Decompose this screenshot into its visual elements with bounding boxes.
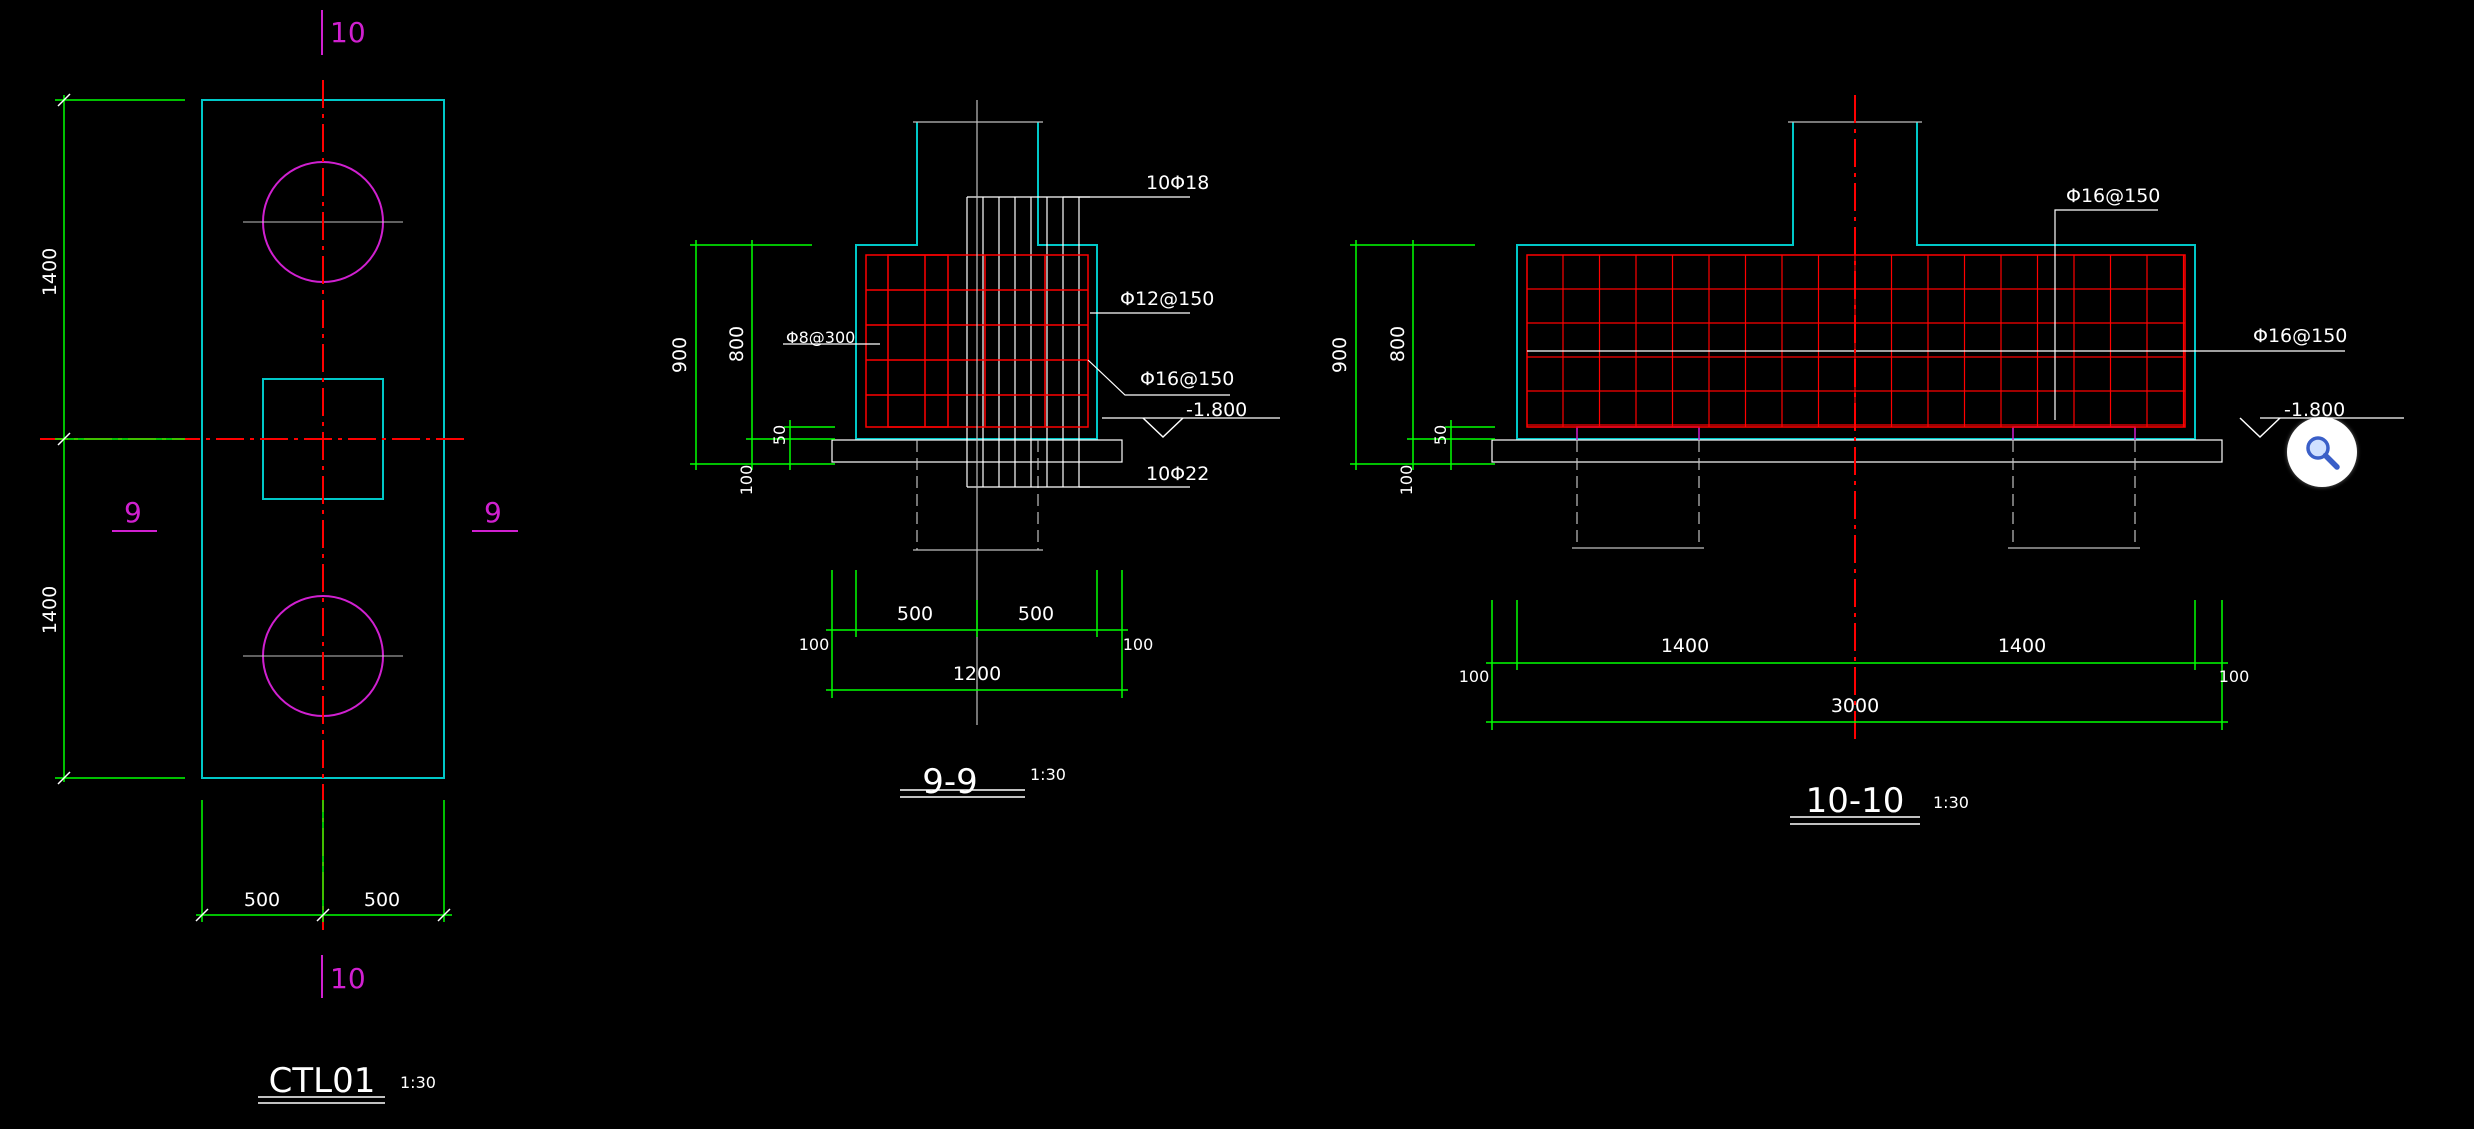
section10-dim-50: 50: [1431, 425, 1450, 445]
plan-dim-left-half: 500: [244, 889, 280, 911]
section9-label-stirrup: Φ12@150: [1120, 288, 1214, 310]
section9-dim-800: 800: [726, 326, 748, 362]
plan-dim-right-half: 500: [364, 889, 400, 911]
section9-label-side-bars: Φ16@150: [1140, 368, 1234, 390]
section9-scale: 1:30: [1030, 765, 1066, 784]
section9-elevation: -1.800: [1186, 399, 1247, 421]
plan-view: 1400 1400 500 500 10 10 9 9 CTL01 1:30: [39, 10, 518, 1104]
section9-dim-500-left: 500: [897, 603, 933, 625]
plan-title: CTL01: [269, 1061, 376, 1101]
section10-dim-800: 800: [1387, 326, 1409, 362]
section10-label-side: Φ16@150: [2253, 325, 2347, 347]
section10-dim-100-left: 100: [1459, 667, 1490, 686]
section10-dim-1400-left: 1400: [1661, 635, 1709, 657]
plan-section-mark-bottom: 10: [330, 962, 366, 995]
plan-section-mark-left: 9: [124, 496, 142, 529]
plan-dim-lower: 1400: [39, 586, 61, 634]
section9-dim-100-right: 100: [1123, 635, 1154, 654]
section9-dim-500-right: 500: [1018, 603, 1054, 625]
section10-dim-100: 100: [1397, 465, 1416, 496]
section9-dim-100-left: 100: [799, 635, 830, 654]
magnifier-icon: [2306, 436, 2340, 470]
section9-title: 9-9: [922, 762, 978, 802]
section9-label-top-bars: 10Φ18: [1146, 172, 1209, 194]
plan-section-mark-top: 10: [330, 16, 366, 49]
plan-dim-upper: 1400: [39, 248, 61, 296]
section10-elevation: -1.800: [2284, 399, 2345, 421]
section10-dim-100-right: 100: [2219, 667, 2250, 686]
section10-dim-3000: 3000: [1831, 695, 1879, 717]
section9-label-tie: Φ8@300: [786, 328, 855, 347]
section9-label-bottom-bars: 10Φ22: [1146, 463, 1209, 485]
section-10-view: Φ16@150 Φ16@150 -1.800 900 800 50 100 14…: [1329, 95, 2404, 825]
section9-dim-1200: 1200: [953, 663, 1001, 685]
section9-dim-100: 100: [737, 465, 756, 496]
section-9-view: 10Φ18 Φ12@150 Φ8@300 Φ16@150 10Φ22 -1.80…: [669, 100, 1280, 802]
section9-dim-900: 900: [669, 337, 691, 373]
section10-dim-1400-right: 1400: [1998, 635, 2046, 657]
section10-label-top: Φ16@150: [2066, 185, 2160, 207]
zoom-button[interactable]: [2287, 417, 2357, 487]
section10-title: 10-10: [1806, 781, 1905, 821]
section10-scale: 1:30: [1933, 793, 1969, 812]
plan-scale: 1:30: [400, 1073, 436, 1092]
section10-dim-900: 900: [1329, 337, 1351, 373]
plan-section-mark-right: 9: [484, 496, 502, 529]
section9-dim-50: 50: [770, 425, 789, 445]
